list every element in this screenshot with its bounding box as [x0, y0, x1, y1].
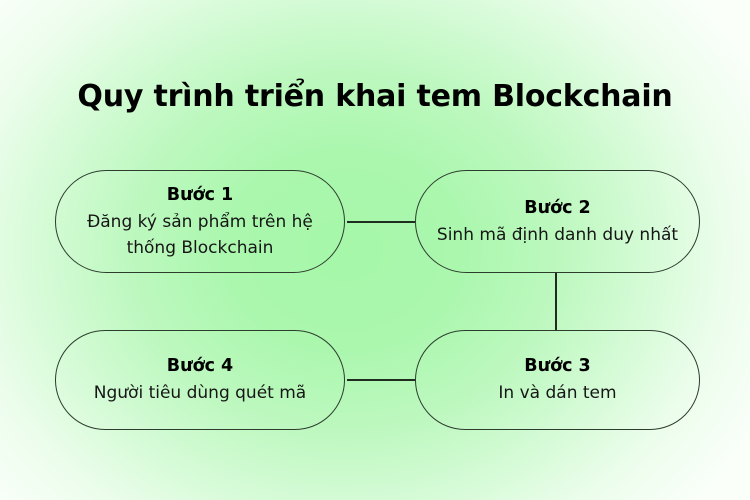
step-description: In và dán tem — [498, 383, 617, 403]
flow-node-step-3[interactable]: Bước 3 In và dán tem — [415, 330, 700, 430]
connector-step3-step4 — [347, 379, 415, 381]
page-title: Quy trình triển khai tem Blockchain — [77, 79, 673, 114]
step-title: Bước 4 — [166, 356, 234, 376]
step-description: Người tiêu dùng quét mã — [93, 383, 307, 403]
step-title: Bước 2 — [524, 197, 591, 218]
step-title: Bước 3 — [524, 356, 591, 376]
flow-node-step-4[interactable]: Bước 4 Người tiêu dùng quét mã — [55, 330, 345, 430]
step-description: Đăng ký sản phẩm trên hệ thống Blockchai… — [87, 211, 313, 258]
connector-step2-step3 — [555, 273, 557, 330]
step-title: Bước 1 — [166, 184, 234, 205]
flow-node-step-2[interactable]: Bước 2 Sinh mã định danh duy nhất — [415, 170, 700, 273]
step-description: Sinh mã định danh duy nhất — [436, 224, 679, 245]
flow-node-step-1[interactable]: Bước 1 Đăng ký sản phẩm trên hệ thống Bl… — [55, 170, 345, 273]
connector-step1-step2 — [347, 221, 415, 223]
